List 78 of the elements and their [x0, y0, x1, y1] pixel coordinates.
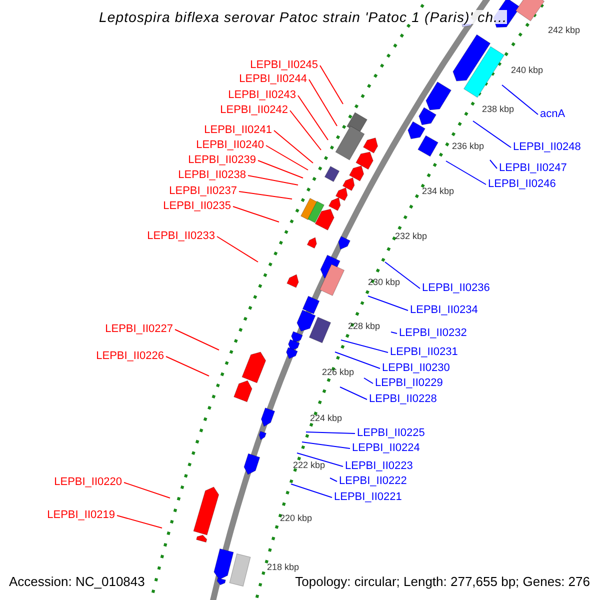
leader-line [302, 442, 350, 449]
leader-line [472, 120, 512, 148]
scale-label: 236 kbp [452, 142, 484, 151]
leader-line [248, 175, 298, 186]
gene-label: LEPBI_II0238 [178, 170, 246, 181]
leader-line [258, 160, 304, 178]
leader-line [232, 206, 280, 222]
gene-label: LEPBI_II0246 [488, 179, 556, 190]
gene-label: LEPBI_II0242 [220, 105, 288, 116]
gene-label: acnA [540, 109, 566, 120]
scale-label: 222 kbp [293, 461, 326, 470]
gene-label: LEPBI_II0223 [345, 461, 413, 472]
scale-label: 232 kbp [395, 232, 428, 241]
gene-label: LEPBI_II0229 [375, 378, 443, 389]
gene-label: LEPBI_II0234 [410, 305, 478, 316]
leader-line [502, 84, 538, 115]
scale-label: 234 kbp [422, 187, 454, 196]
leader-line [266, 145, 308, 170]
gene-label: LEPBI_II0226 [96, 351, 164, 362]
leader-line [174, 329, 220, 350]
scale-label: 218 kbp [267, 563, 300, 572]
gene-label: LEPBI_II0220 [54, 477, 122, 488]
leader-line [368, 296, 408, 311]
title: Leptospira biflexa serovar Patoc strain 'Patoc 1 (Paris)' ch... [99, 10, 508, 24]
leader-line [296, 452, 344, 467]
gene-label: LEPBI_II0228 [369, 394, 437, 405]
gene-label: LEPBI_II0230 [382, 363, 450, 374]
info-text: Topology: circular; Length: 277,655 bp; Genes: 276 [295, 575, 590, 588]
gene-label: LEPBI_II0236 [422, 283, 490, 294]
leader-line [340, 340, 388, 353]
gene-label: LEPBI_II0241 [204, 125, 272, 136]
scale-label: 220 kbp [280, 514, 312, 523]
leader-line [490, 160, 498, 169]
leader-line [330, 478, 338, 482]
leader-line [116, 515, 162, 528]
leader-line [238, 191, 292, 200]
leader-line [320, 65, 344, 104]
gene-label: LEPBI_II0232 [399, 328, 467, 339]
leader-line [290, 110, 322, 150]
leader-line [124, 482, 170, 498]
gene-label: LEPBI_II0227 [105, 324, 173, 335]
gene-label: LEPBI_II0239 [188, 155, 256, 166]
leader-line [308, 79, 338, 126]
leader-line [274, 130, 314, 164]
scale-label: 240 kbp [511, 66, 544, 75]
leader-line [290, 484, 332, 498]
gene-label: LEPBI_II0235 [163, 201, 231, 212]
leader-line [334, 352, 380, 369]
gene-label: LEPBI_II0225 [357, 428, 425, 439]
gene-label: LEPBI_II0247 [499, 163, 567, 174]
info-text: Accession: NC_010843 [9, 575, 145, 588]
gene-label: LEPBI_II0219 [47, 510, 115, 521]
leader-line [166, 356, 210, 376]
leader-line [384, 262, 420, 289]
scale-label: 230 kbp [368, 278, 400, 287]
gene-label: LEPBI_II0245 [250, 60, 318, 71]
leader-line [216, 236, 258, 262]
scale-label: 242 kbp [548, 26, 580, 35]
gene-label: LEPBI_II0222 [339, 476, 407, 487]
gene-label: LEPBI_II0243 [228, 90, 296, 101]
leader-line [390, 332, 398, 334]
scale-label: 224 kbp [310, 414, 342, 423]
gene-label: LEPBI_II0224 [352, 443, 420, 454]
gene-label: LEPBI_II0221 [334, 492, 402, 503]
scale-label: 226 kbp [322, 368, 354, 377]
gene-label: LEPBI_II0231 [390, 347, 458, 358]
scale-label: 238 kbp [482, 105, 514, 114]
leader-line [340, 386, 368, 400]
leader-line [298, 95, 328, 140]
scale-label: 228 kbp [348, 322, 380, 331]
gene-label: LEPBI_II0233 [147, 231, 215, 242]
gene-label: LEPBI_II0237 [169, 186, 237, 197]
leader-line [306, 432, 356, 434]
leader-line [364, 378, 374, 384]
gene-label: LEPBI_II0248 [513, 142, 581, 153]
leader-line [446, 160, 486, 185]
gene-label: LEPBI_II0240 [196, 140, 264, 151]
gene-label: LEPBI_II0244 [239, 74, 307, 85]
